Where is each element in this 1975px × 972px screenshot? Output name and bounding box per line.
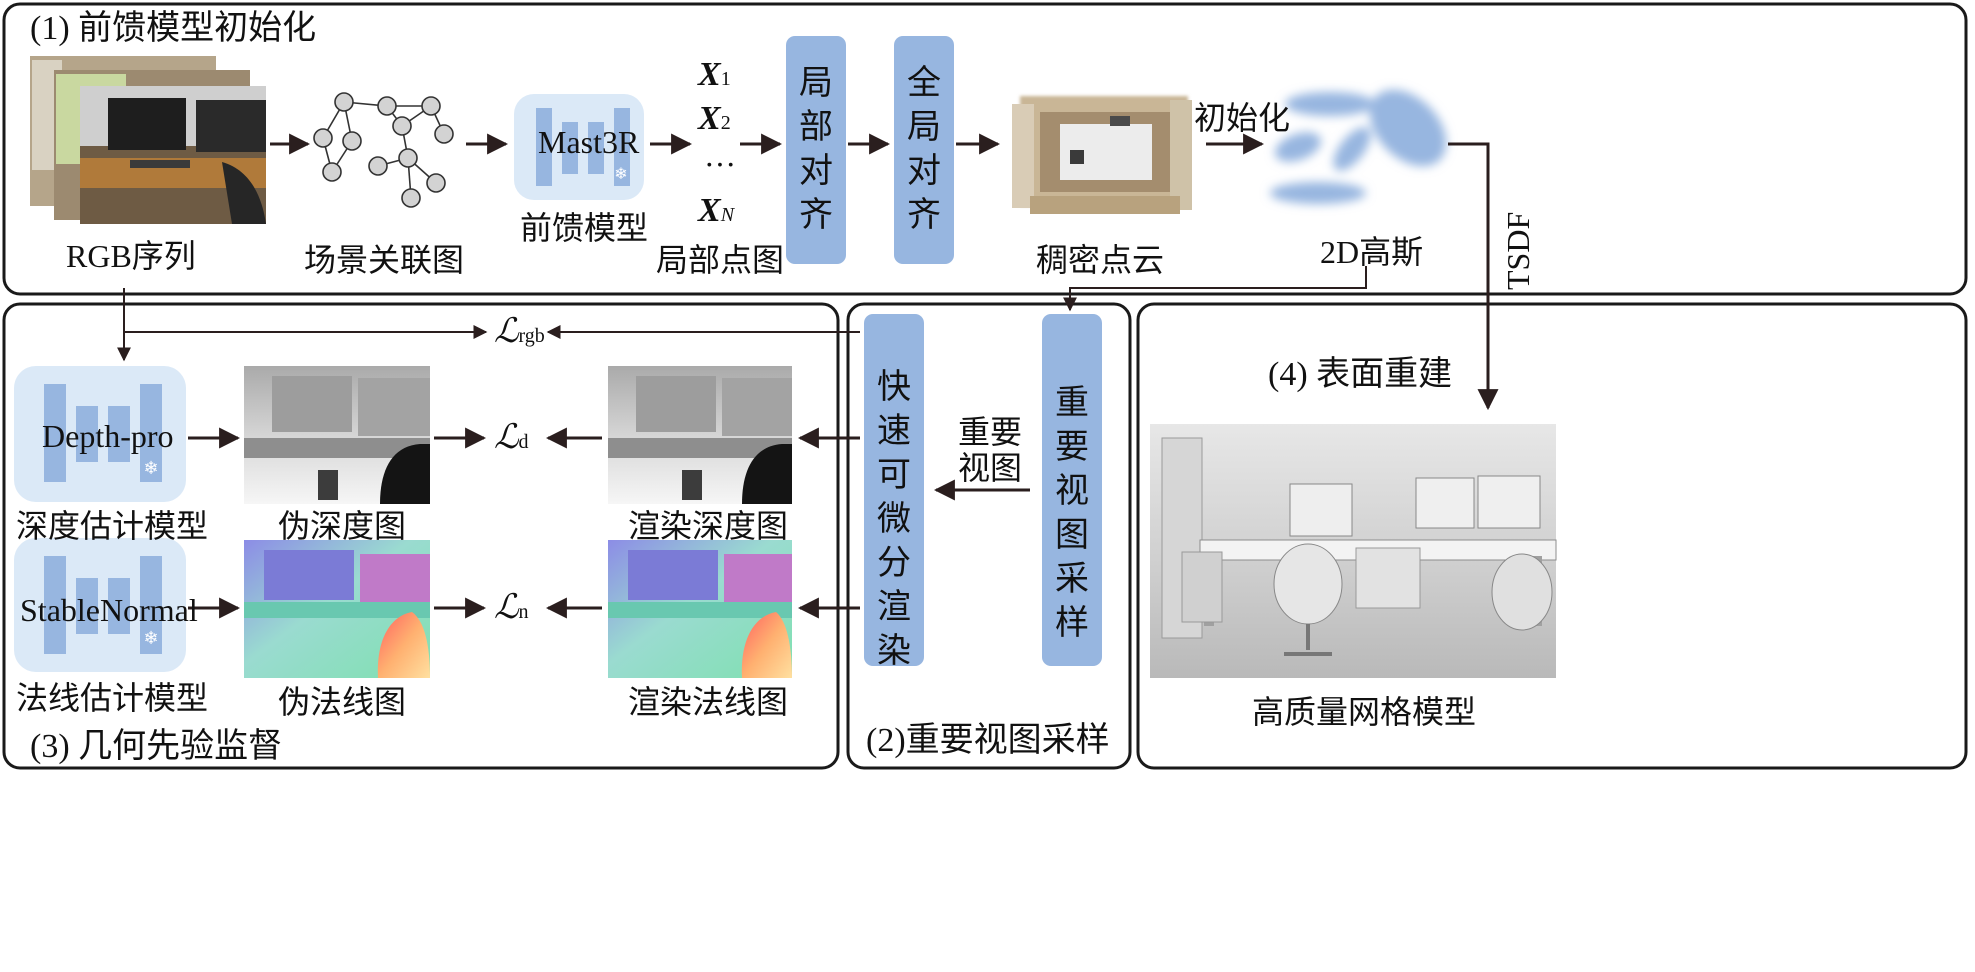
point-xn: XN bbox=[698, 192, 735, 229]
svg-text:❄: ❄ bbox=[143, 628, 158, 648]
section-title-4: (4) 表面重建 bbox=[1268, 356, 1453, 393]
key-views-label: 重要视图 bbox=[958, 414, 1023, 486]
global-align-pillar bbox=[894, 36, 954, 264]
loss-rgb: ℒrgb bbox=[494, 311, 545, 351]
pseudo-depth-label: 伪深度图 bbox=[278, 508, 407, 544]
local-align-pillar bbox=[786, 36, 846, 264]
rendered-normal-image bbox=[608, 540, 792, 678]
feedforward-model-label: 前馈模型 bbox=[520, 210, 649, 246]
rgb-sequence-label: RGB序列 bbox=[66, 238, 196, 274]
view-sampling-label: 重要视图采样 bbox=[1055, 385, 1089, 642]
depth-model-label: 深度估计模型 bbox=[16, 508, 209, 544]
supervision-arrows bbox=[188, 427, 1030, 619]
render-normal-label: 渲染法线图 bbox=[628, 684, 789, 720]
loss-normal: ℒn bbox=[494, 587, 529, 627]
render-depth-label: 渲染深度图 bbox=[628, 508, 789, 544]
gaussian-2d-label: 2D高斯 bbox=[1320, 234, 1424, 270]
panel-view-sampling bbox=[846, 302, 1132, 770]
section-title-1: (1) 前馈模型初始化 bbox=[30, 10, 317, 47]
section-title-2: (2)重要视图采样 bbox=[866, 722, 1110, 759]
panel-geometry-prior bbox=[2, 302, 840, 770]
depth-pro-name: Depth-pro bbox=[42, 418, 174, 454]
rgb-loss-arrows bbox=[117, 288, 860, 362]
mesh-model-image bbox=[1150, 424, 1557, 678]
mesh-label: 高质量网格模型 bbox=[1252, 694, 1477, 730]
pseudo-depth-image bbox=[244, 366, 430, 504]
fast-render-pillar bbox=[864, 314, 924, 666]
dense-cloud-label: 稠密点云 bbox=[1036, 242, 1165, 278]
gaussian-2d-ellipses bbox=[1270, 89, 1447, 204]
svg-text:❄: ❄ bbox=[143, 458, 158, 478]
panel-surface-recon bbox=[1136, 302, 1968, 770]
tsdf-label: TSDF bbox=[1500, 211, 1536, 290]
loss-depth: ℒd bbox=[494, 417, 529, 457]
init-label: 初始化 bbox=[1194, 100, 1291, 136]
rendered-depth-image bbox=[608, 366, 792, 504]
mast3r-label: Mast3R bbox=[538, 124, 640, 160]
fast-render-label: 快速可微分渲染 bbox=[877, 369, 911, 670]
stablenormal-name: StableNormal bbox=[20, 592, 198, 628]
top-row-arrows bbox=[270, 133, 1499, 411]
global-align-label: 全局对齐 bbox=[907, 65, 941, 234]
scene-graph-label: 场景关联图 bbox=[304, 242, 465, 278]
local-pointmap-label: 局部点图 bbox=[656, 242, 785, 278]
svg-text:❄: ❄ bbox=[614, 166, 627, 183]
pseudo-normal-image bbox=[244, 540, 430, 678]
section-title-3: (3) 几何先验监督 bbox=[30, 728, 283, 765]
depth-pro-model-block: ❄ bbox=[14, 366, 186, 502]
pseudo-normal-label: 伪法线图 bbox=[278, 684, 407, 720]
view-sampling-pillar bbox=[1042, 314, 1102, 666]
normal-model-label: 法线估计模型 bbox=[16, 680, 209, 716]
point-x2: X2 bbox=[698, 100, 731, 137]
point-x1: X1 bbox=[698, 56, 731, 93]
dense-point-cloud bbox=[1012, 96, 1192, 214]
point-dots: ··· bbox=[704, 146, 736, 182]
mast3r-model-block: ❄ bbox=[514, 94, 644, 200]
arrow-gauss-to-sampling bbox=[1063, 266, 1367, 312]
scene-graph bbox=[313, 92, 454, 208]
rgb-sequence-images bbox=[30, 56, 266, 224]
stablenormal-model-block: ❄ bbox=[14, 538, 186, 672]
panel-feedforward-init bbox=[2, 2, 1968, 296]
local-align-label: 局部对齐 bbox=[799, 65, 833, 234]
